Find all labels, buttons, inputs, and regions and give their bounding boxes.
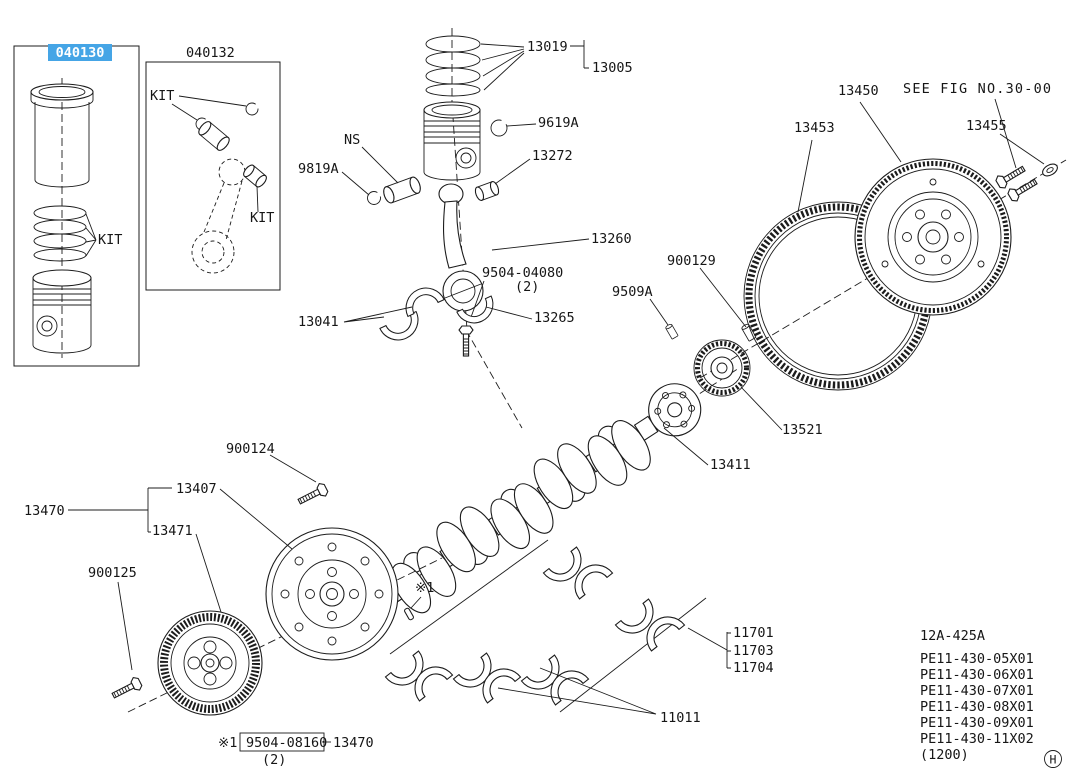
part-label-13265[interactable]: 13265: [534, 310, 575, 326]
rod-bolt: [458, 325, 474, 357]
part-label-13453[interactable]: 13453: [794, 120, 835, 136]
washer-13455: [1042, 163, 1058, 177]
retaining-ring-9619A: [490, 119, 508, 137]
connecting-rod: [438, 183, 484, 312]
kit-box-040132: 040132 KIT KIT: [145, 45, 281, 291]
damper-bolt-900124: [295, 481, 330, 509]
ref-code: PE11-430-06X01: [920, 667, 1034, 683]
part-label-11701[interactable]: 11701: [733, 625, 774, 641]
part-label-9509A[interactable]: 9509A: [612, 284, 653, 300]
snap-ring-center: [367, 191, 381, 205]
piston-pin-box2: [198, 121, 230, 151]
part-label-11703[interactable]: 11703: [733, 643, 774, 659]
part-label-9819A[interactable]: 9819A: [298, 161, 339, 177]
corner-mark-letter: H: [1050, 753, 1057, 767]
piston: [423, 101, 481, 181]
part-label-900124[interactable]: 900124: [226, 441, 275, 457]
part-label-9619A[interactable]: 9619A: [538, 115, 579, 131]
ref-code: PE11-430-08X01: [920, 699, 1034, 715]
part-label-13455[interactable]: 13455: [966, 118, 1007, 134]
part-label-13407[interactable]: 13407: [176, 481, 217, 497]
part-label-11011[interactable]: 11011: [660, 710, 701, 726]
piston-pin: [383, 176, 421, 204]
ref-code: PE11-430-11X02: [920, 731, 1034, 747]
rod-bearing-shell: [379, 311, 426, 348]
footnote-qty: (2): [262, 752, 286, 768]
piston-ring-set-kit: [33, 205, 97, 262]
rod-bearing-shell: [398, 280, 445, 317]
highlight-box: [48, 44, 112, 61]
ns-label: NS: [344, 132, 360, 148]
main-bearing-group: 11701 11703 11704 11011: [384, 539, 774, 726]
pulley-group: 900124 13407 13470: [24, 441, 443, 716]
part-label-13411[interactable]: 13411: [710, 457, 751, 473]
kit-label-2: KIT: [150, 88, 174, 104]
part-label-040132[interactable]: 040132: [186, 45, 235, 61]
snap-ring-2: [245, 102, 259, 116]
pin-bushing-13272: [474, 181, 500, 201]
part-label-900125[interactable]: 900125: [88, 565, 137, 581]
part-label-900129[interactable]: 900129: [667, 253, 716, 269]
ref-list: 12A-425A PE11-430-05X01 PE11-430-06X01 P…: [920, 628, 1034, 763]
box-040132-outline: [145, 61, 281, 291]
piston-box1: [32, 269, 92, 354]
ref-code: PE11-430-09X01: [920, 715, 1034, 731]
connecting-rod-dashed: [191, 158, 246, 274]
ref-model: 12A-425A: [920, 628, 985, 644]
part-label-13272[interactable]: 13272: [532, 148, 573, 164]
ref-code: PE11-430-05X01: [920, 651, 1034, 667]
kit-box-040130: KIT 040130: [13, 44, 140, 367]
part-label-13521[interactable]: 13521: [782, 422, 823, 438]
kit-label-1: KIT: [98, 232, 122, 248]
damper-pulley-13407: [265, 527, 399, 661]
piston-rod-assembly: 13019 13005 9619A NS 9819A: [298, 28, 633, 429]
small-end-bushing: [243, 164, 267, 188]
part-label-11704[interactable]: 11704: [733, 660, 774, 676]
part-label-13041[interactable]: 13041: [298, 314, 339, 330]
crankshaft: [357, 367, 740, 617]
footnote: ※1 9504-08160 (2) 13470: [218, 732, 374, 768]
cylinder-liner: [30, 83, 94, 188]
part-label-9504-04080[interactable]: 9504-04080: [482, 265, 563, 281]
flywheel-group: 13521 900129 9509A 13453: [612, 81, 1067, 438]
part-label-040130[interactable]: 040130: [56, 45, 105, 61]
dowel-pin-9509A: [664, 323, 679, 340]
crank-gear-13521: [693, 339, 751, 397]
footnote-star: ※1: [218, 735, 237, 751]
footnote-ref-13470[interactable]: 13470: [333, 735, 374, 751]
part-label-13470[interactable]: 13470: [24, 503, 65, 519]
piston-rings: [425, 35, 481, 97]
pulley-bolt-900125: [109, 675, 144, 703]
flywheel-bolt: [1005, 174, 1040, 204]
kit-label-3: KIT: [250, 210, 274, 226]
see-fig-reference[interactable]: SEE FIG NO.30-00: [903, 81, 1052, 97]
flywheel-13450: [854, 158, 1012, 316]
part-label-13260[interactable]: 13260: [591, 231, 632, 247]
qty-label-rod-bolt: (2): [515, 279, 539, 295]
woodruff-key: [404, 607, 414, 621]
key-ref-label: ※1: [415, 580, 434, 596]
corner-mark: H: [1044, 750, 1062, 768]
footnote-part-number[interactable]: 9504-08160: [246, 735, 327, 751]
part-label-13005[interactable]: 13005: [592, 60, 633, 76]
part-label-13019[interactable]: 13019: [527, 39, 568, 55]
part-label-13450[interactable]: 13450: [838, 83, 879, 99]
ref-code: PE11-430-07X01: [920, 683, 1034, 699]
part-label-13471[interactable]: 13471: [152, 523, 193, 539]
ref-note: (1200): [920, 747, 969, 763]
crank-pulley-13471: [157, 610, 263, 716]
